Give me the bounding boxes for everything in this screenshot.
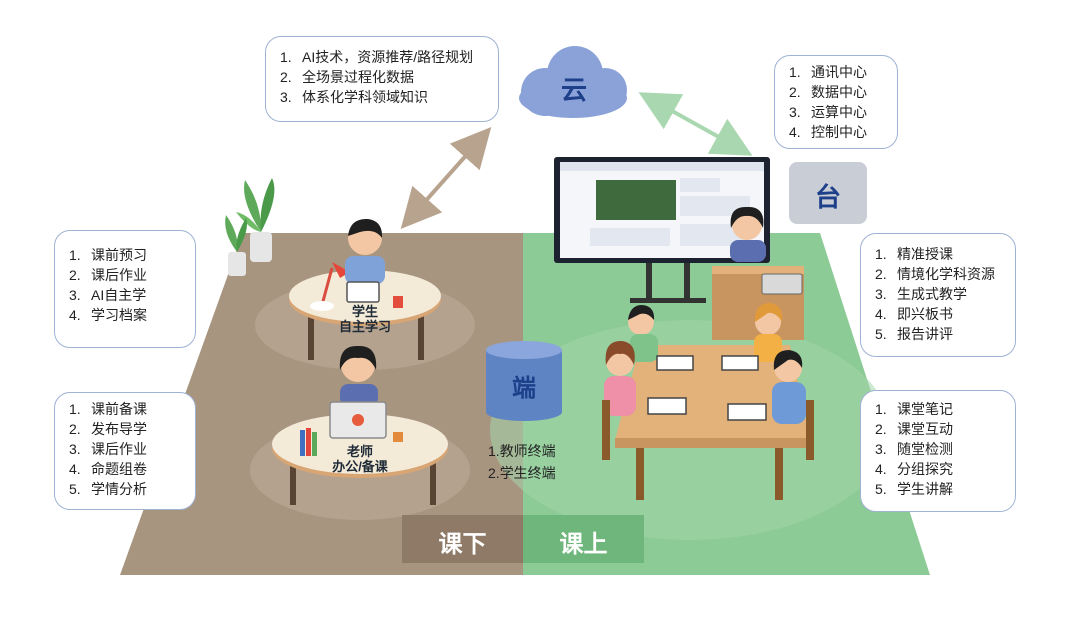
list-item: 4.学习档案	[69, 307, 147, 323]
list-item: 5.学生讲解	[875, 481, 953, 497]
in-class-tag: 课上	[559, 531, 608, 558]
list-item: 4.分组探究	[875, 461, 953, 477]
list-item: 4.命题组卷	[69, 461, 147, 477]
after-class-tag: 课下	[438, 531, 487, 558]
label-line: 学生	[351, 304, 378, 319]
list-item: 4.控制中心	[789, 124, 867, 140]
list-item: 1.精准授课	[875, 246, 953, 262]
student-study-desk	[289, 218, 441, 360]
list-item: 3.AI自主学	[69, 287, 147, 303]
student-study-label: 学生 自主学习	[325, 304, 405, 334]
terminal-cylinder	[486, 341, 562, 421]
teacher-office-desk	[272, 345, 448, 505]
terminal-list: 1.教师终端 2.学生终端	[488, 440, 556, 484]
after-class-tag-bg	[402, 515, 523, 563]
list-item: 3.随堂检测	[875, 441, 953, 457]
list-item: 3.生成式教学	[875, 286, 967, 302]
list-item: 3.运算中心	[789, 104, 867, 120]
label-line: 自主学习	[338, 319, 391, 334]
label-line: 老师	[346, 444, 373, 459]
teaching-info-box: 1.精准授课 2.情境化学科资源 3.生成式教学 4.即兴板书 5.报告讲评	[860, 233, 1016, 357]
list-item: 1.课前预习	[69, 247, 147, 263]
cloud-label: 云	[560, 75, 587, 105]
teacher-office-label: 老师 办公/备课	[315, 444, 405, 474]
list-item: 2.课后作业	[69, 267, 147, 283]
list-item: 5.学情分析	[69, 481, 147, 497]
smart-screen	[554, 157, 770, 303]
cloud-icon	[519, 46, 627, 118]
list-item: 2.情境化学科资源	[875, 266, 995, 282]
classroom-info-box: 1.课堂笔记 2.课堂互动 3.随堂检测 4.分组探究 5.学生讲解	[860, 390, 1016, 512]
list-item: 5.报告讲评	[875, 326, 953, 342]
list-item: 4.即兴板书	[875, 306, 953, 322]
in-class-tag-bg	[523, 515, 644, 563]
group-learning-table	[602, 303, 814, 500]
platform-info-box: 1.通讯中心 2.数据中心 3.运算中心 4.控制中心	[774, 55, 898, 149]
platform-label: 台	[814, 182, 841, 212]
list-item: 1.通讯中心	[789, 64, 867, 80]
cloud-floor-arrow	[400, 127, 492, 229]
list-item: 2.全场景过程化数据	[280, 69, 414, 85]
list-item: 1.AI技术，资源推荐/路径规划	[280, 49, 474, 65]
cloud-platform-arrow	[638, 92, 753, 156]
terminal-label: 端	[512, 375, 536, 402]
list-item: 3.课后作业	[69, 441, 147, 457]
list-item: 3.体系化学科领域知识	[280, 89, 428, 105]
plant-icon	[225, 178, 275, 276]
platform-block	[789, 162, 867, 224]
list-item: 2.课堂互动	[875, 421, 953, 437]
self-study-info-box: 1.课前预习 2.课后作业 3.AI自主学 4.学习档案	[54, 230, 196, 348]
list-item: 1.课堂笔记	[875, 401, 953, 417]
list-item: 2.发布导学	[69, 421, 147, 437]
list-item: 1.教师终端	[488, 443, 556, 459]
list-item: 2.数据中心	[789, 84, 867, 100]
label-line: 办公/备课	[332, 459, 388, 474]
cloud-info-box: 1.AI技术，资源推荐/路径规划 2.全场景过程化数据 3.体系化学科领域知识	[265, 36, 499, 122]
teacher-office-info-box: 1.课前备课 2.发布导学 3.课后作业 4.命题组卷 5.学情分析	[54, 392, 196, 510]
list-item: 2.学生终端	[488, 465, 556, 481]
list-item: 1.课前备课	[69, 401, 147, 417]
